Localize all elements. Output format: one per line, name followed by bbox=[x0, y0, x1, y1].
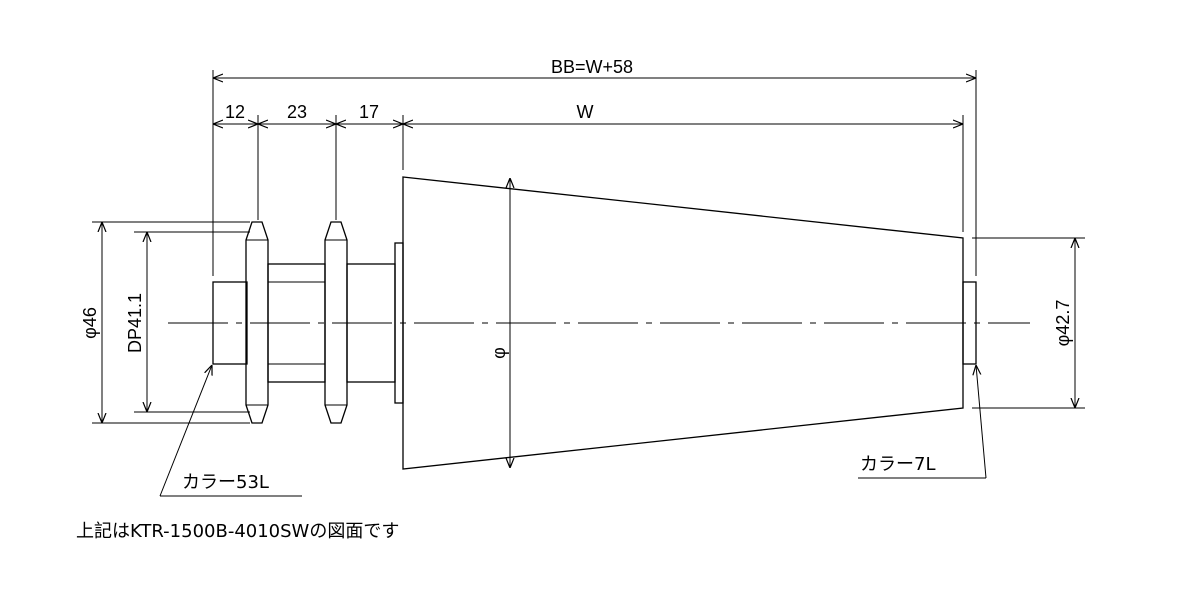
drawing-note: 上記はKTR-1500B-4010SWの図面です bbox=[76, 521, 399, 542]
dim-seg3-label: 17 bbox=[359, 102, 379, 122]
left-collar bbox=[212, 281, 248, 365]
callout-right-leader bbox=[976, 365, 987, 479]
sprocket-2 bbox=[324, 221, 348, 424]
sprocket-1 bbox=[245, 221, 269, 424]
callout-left-label: カラー53L bbox=[182, 472, 269, 493]
dim-dia-left-label: φ46 bbox=[80, 307, 100, 339]
callout-left-leader bbox=[159, 365, 212, 497]
dim-dia-groove-label: DP41.1 bbox=[125, 293, 145, 353]
dim-seg1-label: 12 bbox=[225, 102, 245, 122]
dim-dia-right-label: φ42.7 bbox=[1053, 300, 1073, 347]
callout-right-label: カラー7L bbox=[860, 454, 935, 475]
dim-seg2-label: 23 bbox=[287, 102, 307, 122]
dim-dia-body-label: φ bbox=[489, 347, 509, 359]
tapered-roller-body bbox=[402, 176, 964, 470]
dim-width-label: W bbox=[577, 102, 594, 122]
right-collar bbox=[962, 281, 977, 365]
dim-overall-label: BB=W+58 bbox=[551, 57, 633, 77]
